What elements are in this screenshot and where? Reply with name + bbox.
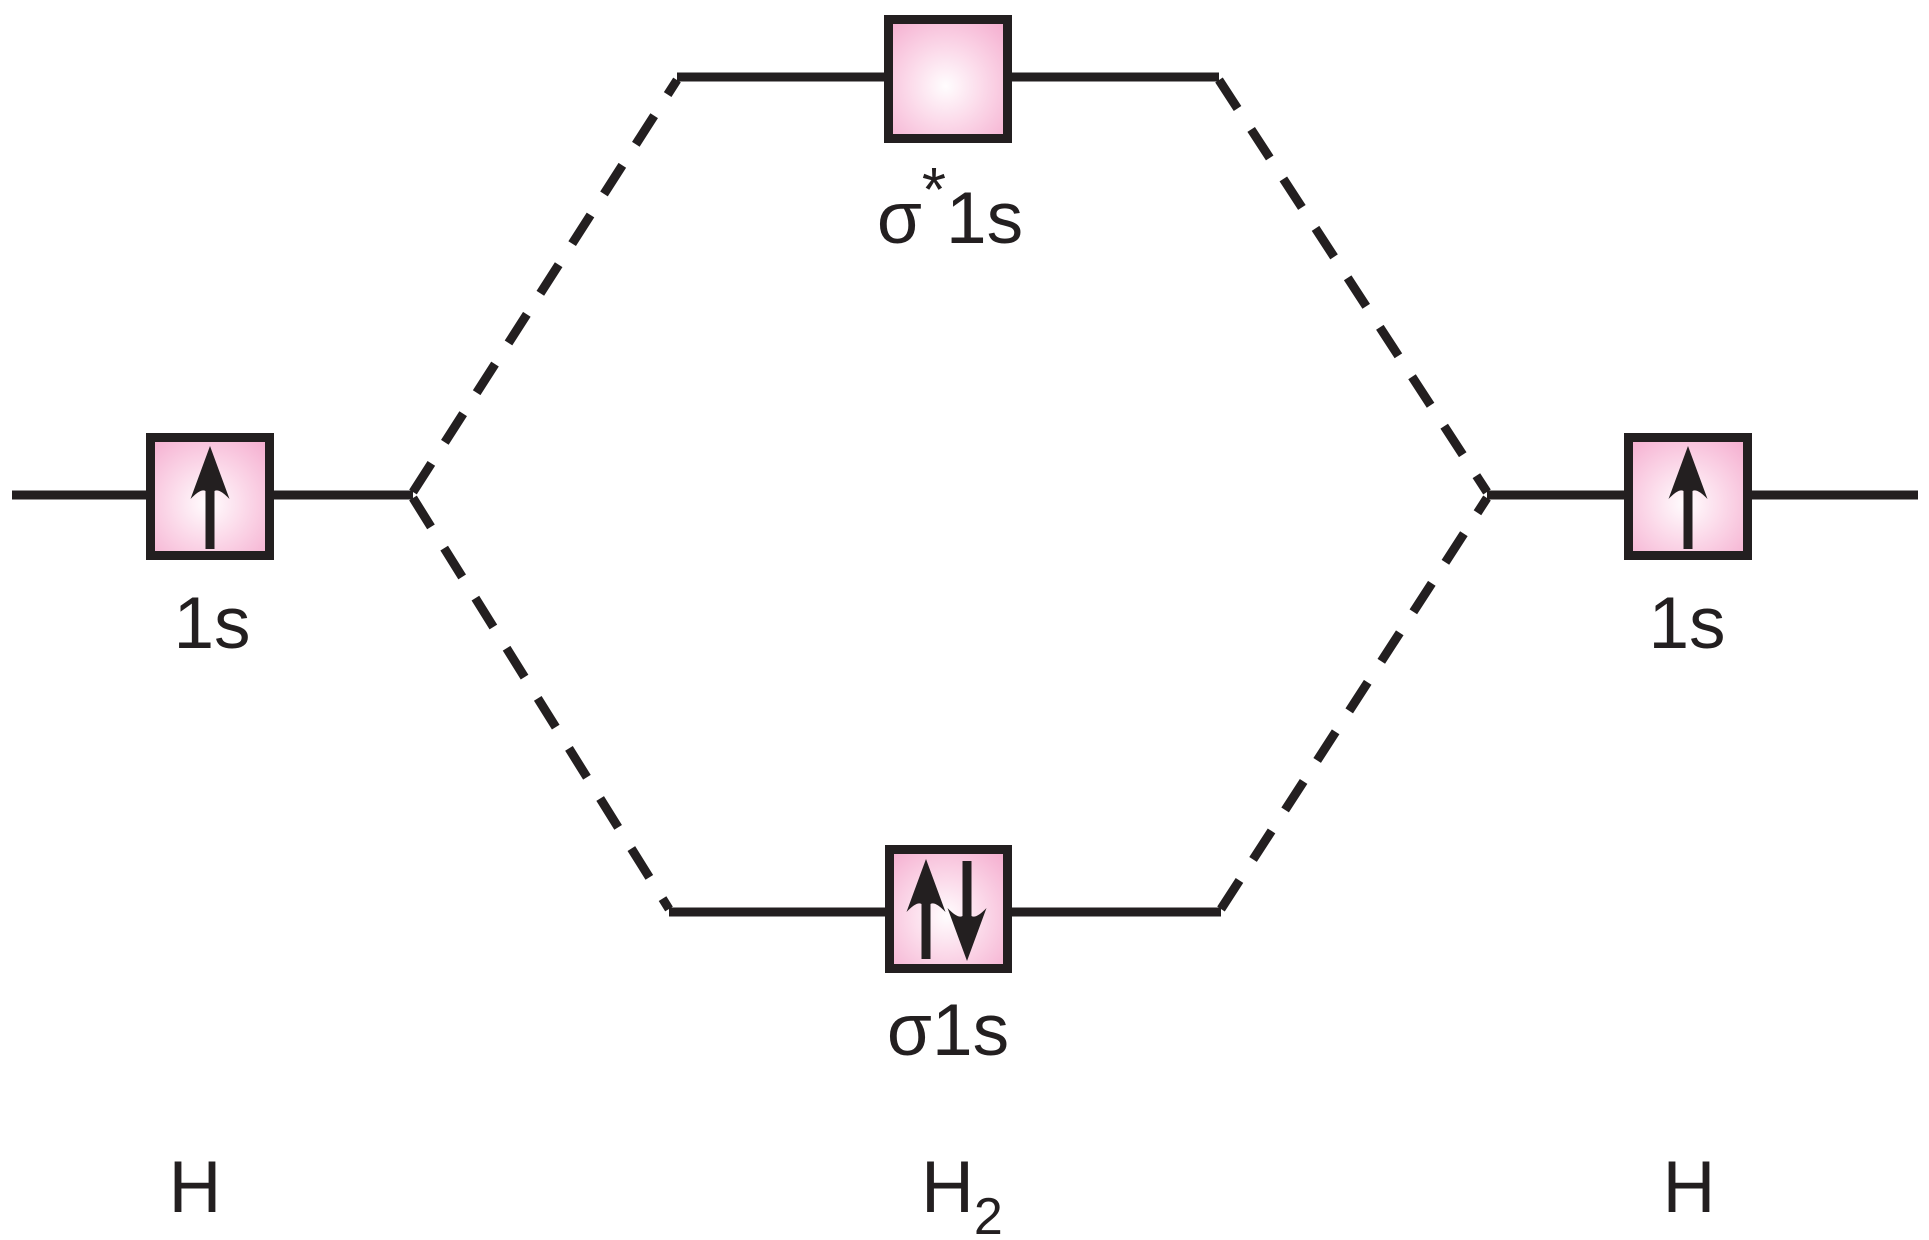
right-1s-label: 1s xyxy=(1648,583,1725,664)
correlation-line-right-lower xyxy=(1217,495,1491,912)
molecule-label-subscript: 2 xyxy=(974,1188,1003,1240)
right-atom-label: H xyxy=(1663,1147,1716,1228)
molecule-label: H2 xyxy=(921,1147,1003,1240)
molecule-label-base: H xyxy=(921,1147,974,1228)
bonding-orbital-box xyxy=(885,845,1012,973)
correlation-line-right-upper xyxy=(1215,77,1491,495)
correlation-line-left-upper xyxy=(409,77,681,495)
antibonding-label-sigma: σ xyxy=(877,178,922,259)
left-1s-label: 1s xyxy=(173,583,250,664)
right-electron-up-arrow xyxy=(1668,446,1708,549)
left-atom-label: H xyxy=(169,1147,222,1228)
antibonding-label-suffix: 1s xyxy=(946,178,1023,259)
antibonding-label-star: * xyxy=(922,156,946,225)
left-electron-up-arrow xyxy=(190,446,230,549)
antibonding-orbital-box xyxy=(884,15,1012,143)
bonding-electron-down-arrow xyxy=(947,861,987,961)
antibonding-label: σ*1s xyxy=(877,156,1023,259)
bonding-label: σ1s xyxy=(887,990,1009,1071)
bonding-electron-up-arrow xyxy=(906,859,946,959)
correlation-line-left-lower xyxy=(409,495,673,912)
